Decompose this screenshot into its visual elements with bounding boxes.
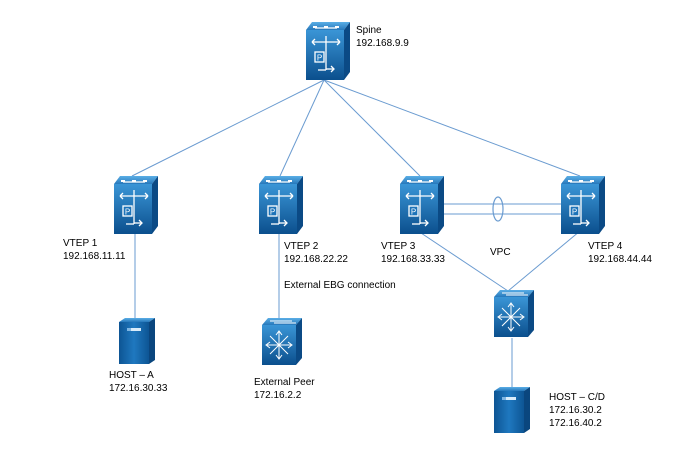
link-spine-vtep2 — [279, 79, 325, 177]
host-cd-ip1: 172.16.30.2 — [549, 405, 602, 416]
host-a-name: HOST – A — [109, 370, 154, 381]
host-cd-label: HOST – C/D 172.16.30.2 172.16.40.2 — [549, 391, 605, 430]
vtep4-ip: 192.168.44.44 — [588, 254, 652, 265]
vtep3-ip: 192.168.33.33 — [381, 254, 445, 265]
links-layer — [131, 79, 581, 387]
vtep1-layer3-switch-icon: P — [114, 176, 158, 234]
external-peer-label: External Peer 172.16.2.2 — [254, 376, 315, 402]
svg-text:P: P — [317, 54, 322, 63]
spine-name: Spine — [356, 25, 382, 36]
vtep2-label: VTEP 2 192.168.22.22 — [284, 240, 348, 266]
link-spine-vtep3 — [323, 79, 421, 177]
svg-text:P: P — [125, 208, 130, 217]
spine-label: Spine 192.168.9.9 — [356, 24, 409, 50]
vtep1-ip: 192.168.11.11 — [63, 251, 126, 262]
external_peer-nexus-switch-icon — [262, 318, 302, 365]
host_a-server-icon — [119, 318, 155, 364]
vtep2-layer3-switch-icon: P — [259, 176, 303, 234]
external-peer-ip: 172.16.2.2 — [254, 390, 302, 401]
vtep4-name: VTEP 4 — [588, 241, 623, 252]
spine-ip: 192.168.9.9 — [356, 38, 409, 49]
vpc-ellipse — [492, 196, 504, 222]
host_cd-server-icon — [494, 387, 530, 433]
host-a-ip: 172.16.30.33 — [109, 383, 168, 394]
spine-layer3-switch-icon: P — [306, 22, 350, 80]
host-a-label: HOST – A 172.16.30.33 — [109, 369, 167, 395]
vtep3-name: VTEP 3 — [381, 241, 416, 252]
vtep3-label: VTEP 3 192.168.33.33 — [381, 240, 445, 266]
link-spine-vtep1 — [131, 79, 325, 177]
link-spine-vtep4 — [323, 79, 581, 177]
vtep1-name: VTEP 1 — [63, 238, 98, 249]
host-cd-ip2: 172.16.40.2 — [549, 418, 602, 429]
vtep2-name: VTEP 2 — [284, 241, 319, 252]
svg-text:P: P — [572, 208, 577, 217]
vtep3-layer3-switch-icon: P — [400, 176, 444, 234]
link-vtep3-nexus — [417, 230, 509, 292]
host-cd-name: HOST – C/D — [549, 392, 605, 403]
vtep2-ip: 192.168.22.22 — [284, 254, 348, 265]
devices-layer: P P — [114, 22, 605, 433]
link-vtep4-nexus — [507, 230, 581, 292]
vtep4-layer3-switch-icon: P — [561, 176, 605, 234]
vpc-label: VPC — [490, 247, 511, 258]
external-peer-name: External Peer — [254, 377, 315, 388]
svg-text:P: P — [411, 208, 416, 217]
vtep4-label: VTEP 4 192.168.44.44 — [588, 240, 652, 266]
nexus-nexus-switch-icon — [494, 290, 534, 337]
external-connection-label: External EBG connection — [284, 280, 396, 291]
vtep1-label: VTEP 1 192.168.11.11 — [63, 237, 125, 263]
svg-text:P: P — [270, 208, 275, 217]
